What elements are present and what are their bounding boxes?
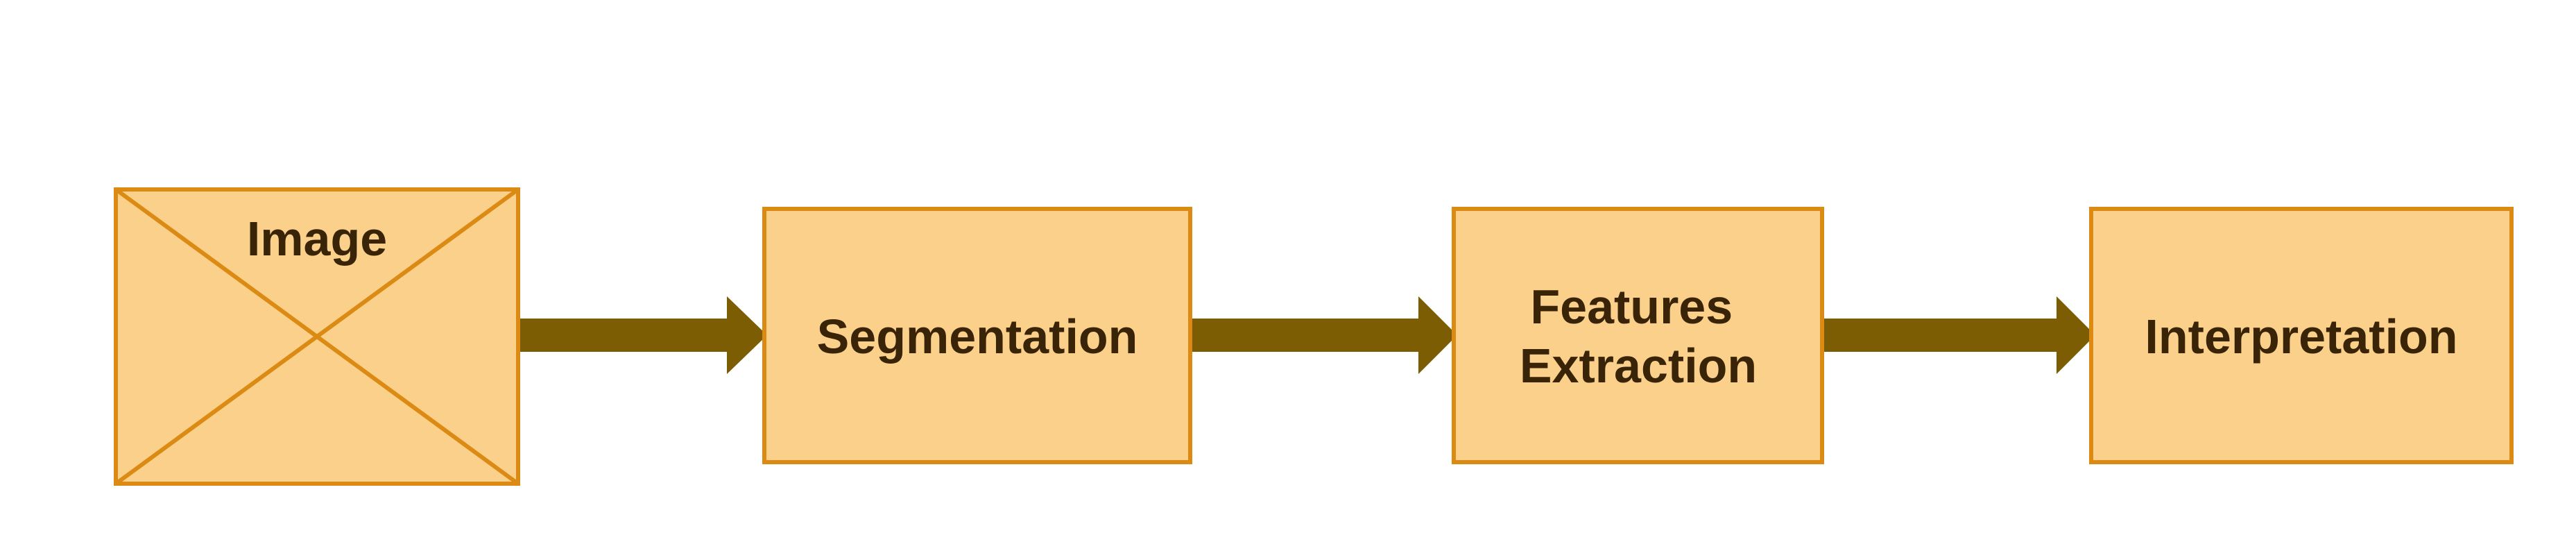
node-interpretation-label: Interpretation — [2145, 310, 2457, 364]
node-features-extraction-line-2: Extraction — [1520, 339, 1757, 393]
arrow-image-to-segmentation — [517, 296, 767, 374]
arrow-segmentation-to-features — [1190, 296, 1457, 374]
node-image-label: Image — [247, 212, 387, 266]
node-features-extraction: Features Extraction — [1452, 207, 1824, 464]
node-segmentation-label: Segmentation — [817, 310, 1138, 364]
node-segmentation: Segmentation — [762, 207, 1192, 464]
node-features-extraction-label: Features Extraction — [1520, 280, 1757, 393]
node-interpretation: Interpretation — [2089, 207, 2514, 464]
node-features-extraction-line-1: Features — [1530, 280, 1733, 334]
node-image: Image — [114, 187, 520, 486]
arrow-features-to-interpretation — [1822, 296, 2095, 374]
